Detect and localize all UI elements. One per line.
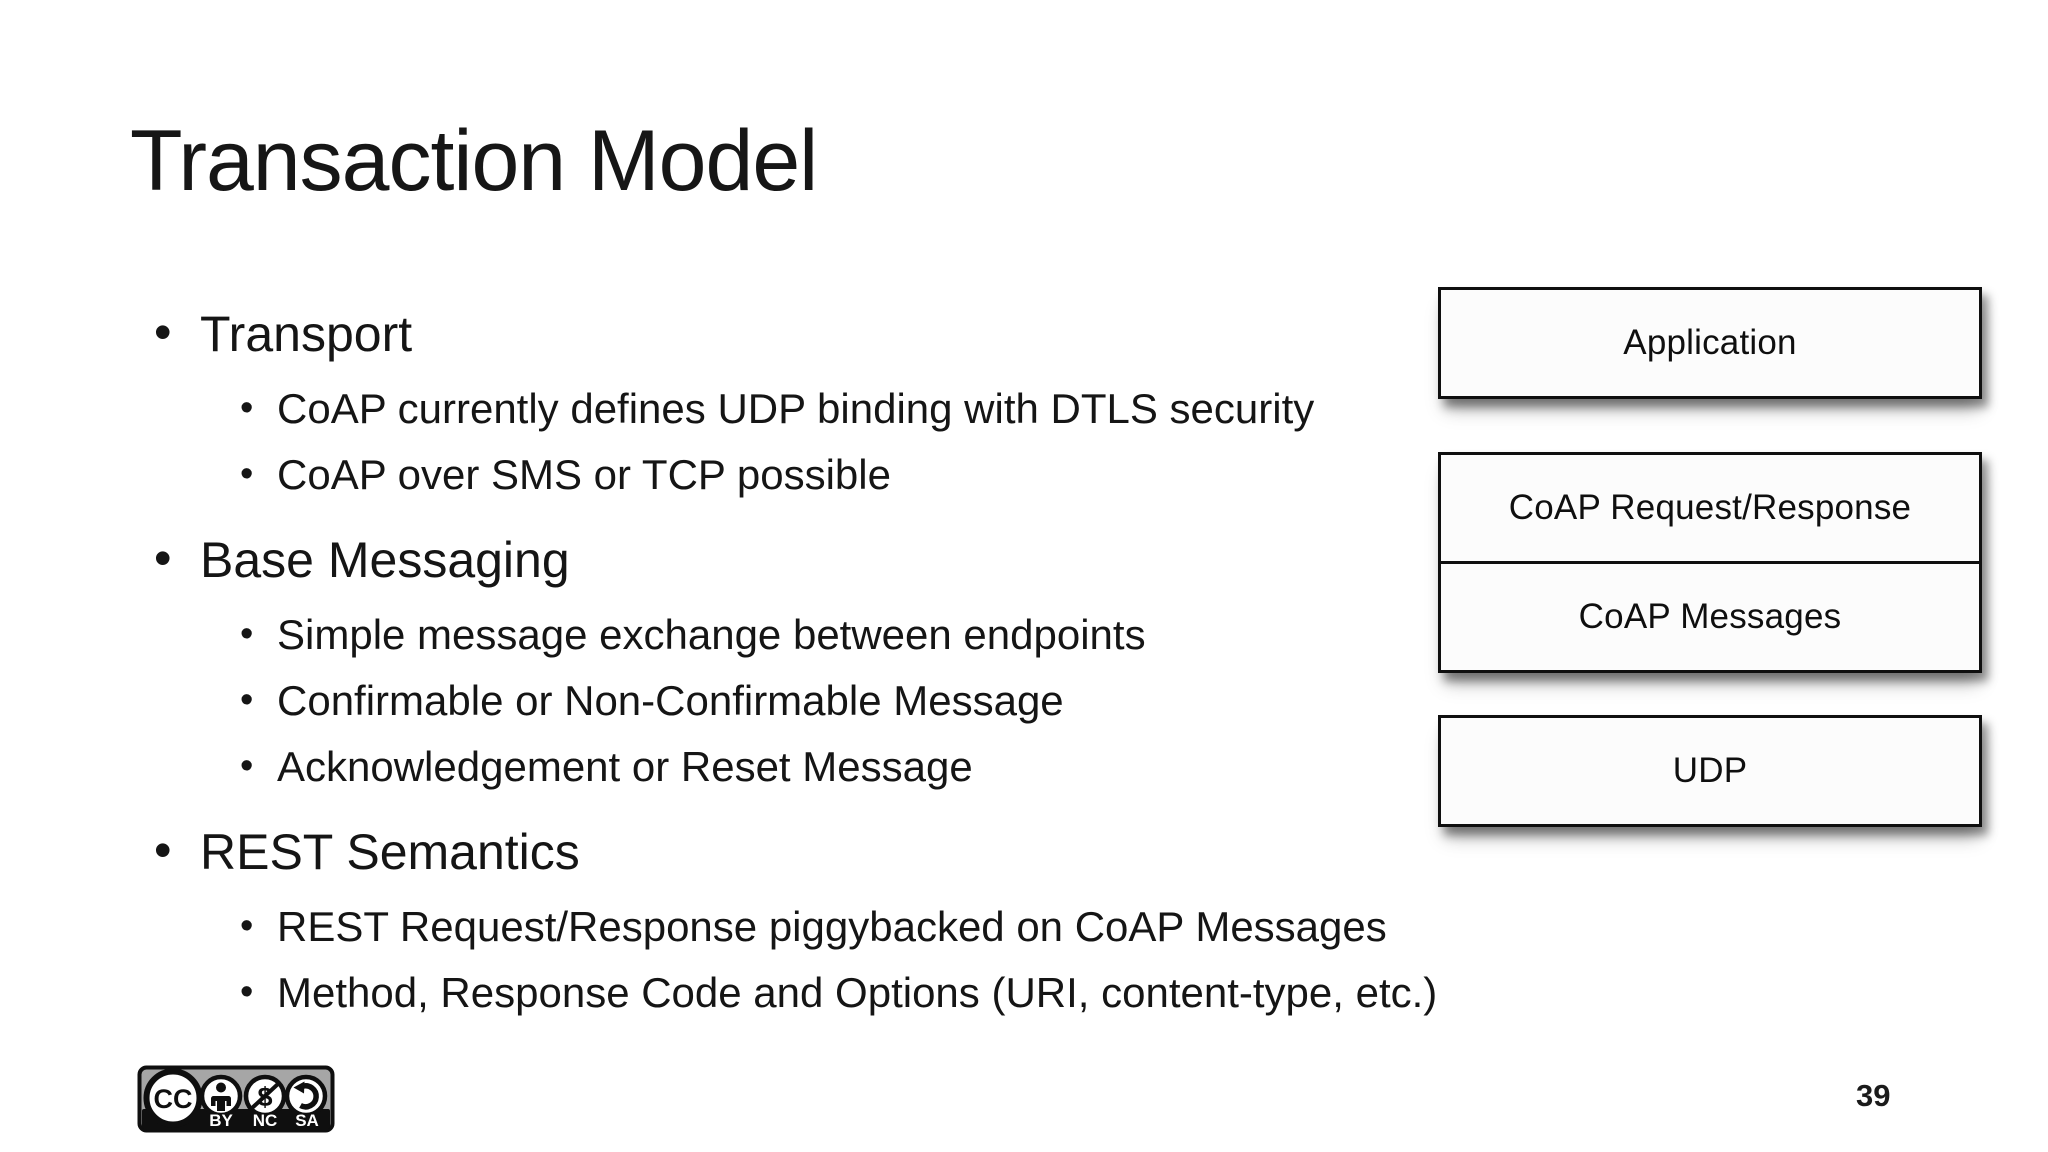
bullet-list: Transport CoAP currently defines UDP bin… bbox=[140, 300, 1450, 1046]
cc-license-badge: CC $ BY NC SA bbox=[137, 1065, 335, 1133]
cc-icon: CC bbox=[143, 1068, 203, 1128]
page-title: Transaction Model bbox=[130, 113, 818, 209]
diagram-layer-coap-group: CoAP Request/Response CoAP Messages bbox=[1438, 452, 1982, 673]
diagram-layer-application: Application bbox=[1438, 287, 1982, 399]
sublist-rest-semantics: REST Request/Response piggybacked on CoA… bbox=[140, 893, 1450, 1026]
sublist-base-messaging: Simple message exchange between endpoint… bbox=[140, 601, 1450, 800]
bullet-level2: Acknowledgement or Reset Message bbox=[140, 733, 1450, 800]
page-number: 39 bbox=[1856, 1078, 1891, 1113]
badge-term-by: BY bbox=[209, 1111, 233, 1130]
diagram-layer-udp: UDP bbox=[1438, 715, 1982, 827]
bullet-level2: REST Request/Response piggybacked on CoA… bbox=[140, 893, 1450, 960]
bullet-level1-base-messaging: Base Messaging bbox=[140, 526, 1450, 592]
diagram-layer-label: Application bbox=[1623, 323, 1797, 362]
bullet-level2: CoAP currently defines UDP binding with … bbox=[140, 375, 1450, 442]
bullet-level1-transport: Transport bbox=[140, 300, 1450, 366]
diagram-layer-coap-messages: CoAP Messages bbox=[1441, 561, 1979, 670]
by-person-icon bbox=[199, 1074, 243, 1118]
bullet-level2: Confirmable or Non-Confirmable Message bbox=[140, 667, 1450, 734]
diagram-layer-coap-request-response: CoAP Request/Response bbox=[1508, 488, 1912, 527]
bullet-level2: CoAP over SMS or TCP possible bbox=[140, 441, 1450, 508]
protocol-stack-diagram: Application CoAP Request/Response CoAP M… bbox=[1438, 287, 1982, 832]
sublist-transport: CoAP currently defines UDP binding with … bbox=[140, 375, 1450, 508]
bullet-level1-rest-semantics: REST Semantics bbox=[140, 818, 1450, 884]
badge-term-nc: NC bbox=[253, 1111, 278, 1130]
list-item: Transport CoAP currently defines UDP bin… bbox=[140, 300, 1450, 508]
bullet-level2: Simple message exchange between endpoint… bbox=[140, 601, 1450, 668]
list-item: Base Messaging Simple message exchange b… bbox=[140, 526, 1450, 800]
svg-text:CC: CC bbox=[154, 1084, 193, 1114]
list-item: REST Semantics REST Request/Response pig… bbox=[140, 818, 1450, 1026]
sa-arrow-icon bbox=[284, 1074, 328, 1118]
diagram-layer-label: UDP bbox=[1672, 751, 1748, 790]
nc-dollar-icon: $ bbox=[243, 1074, 287, 1118]
badge-term-sa: SA bbox=[295, 1111, 319, 1130]
bullet-level2: Method, Response Code and Options (URI, … bbox=[140, 959, 1450, 1026]
